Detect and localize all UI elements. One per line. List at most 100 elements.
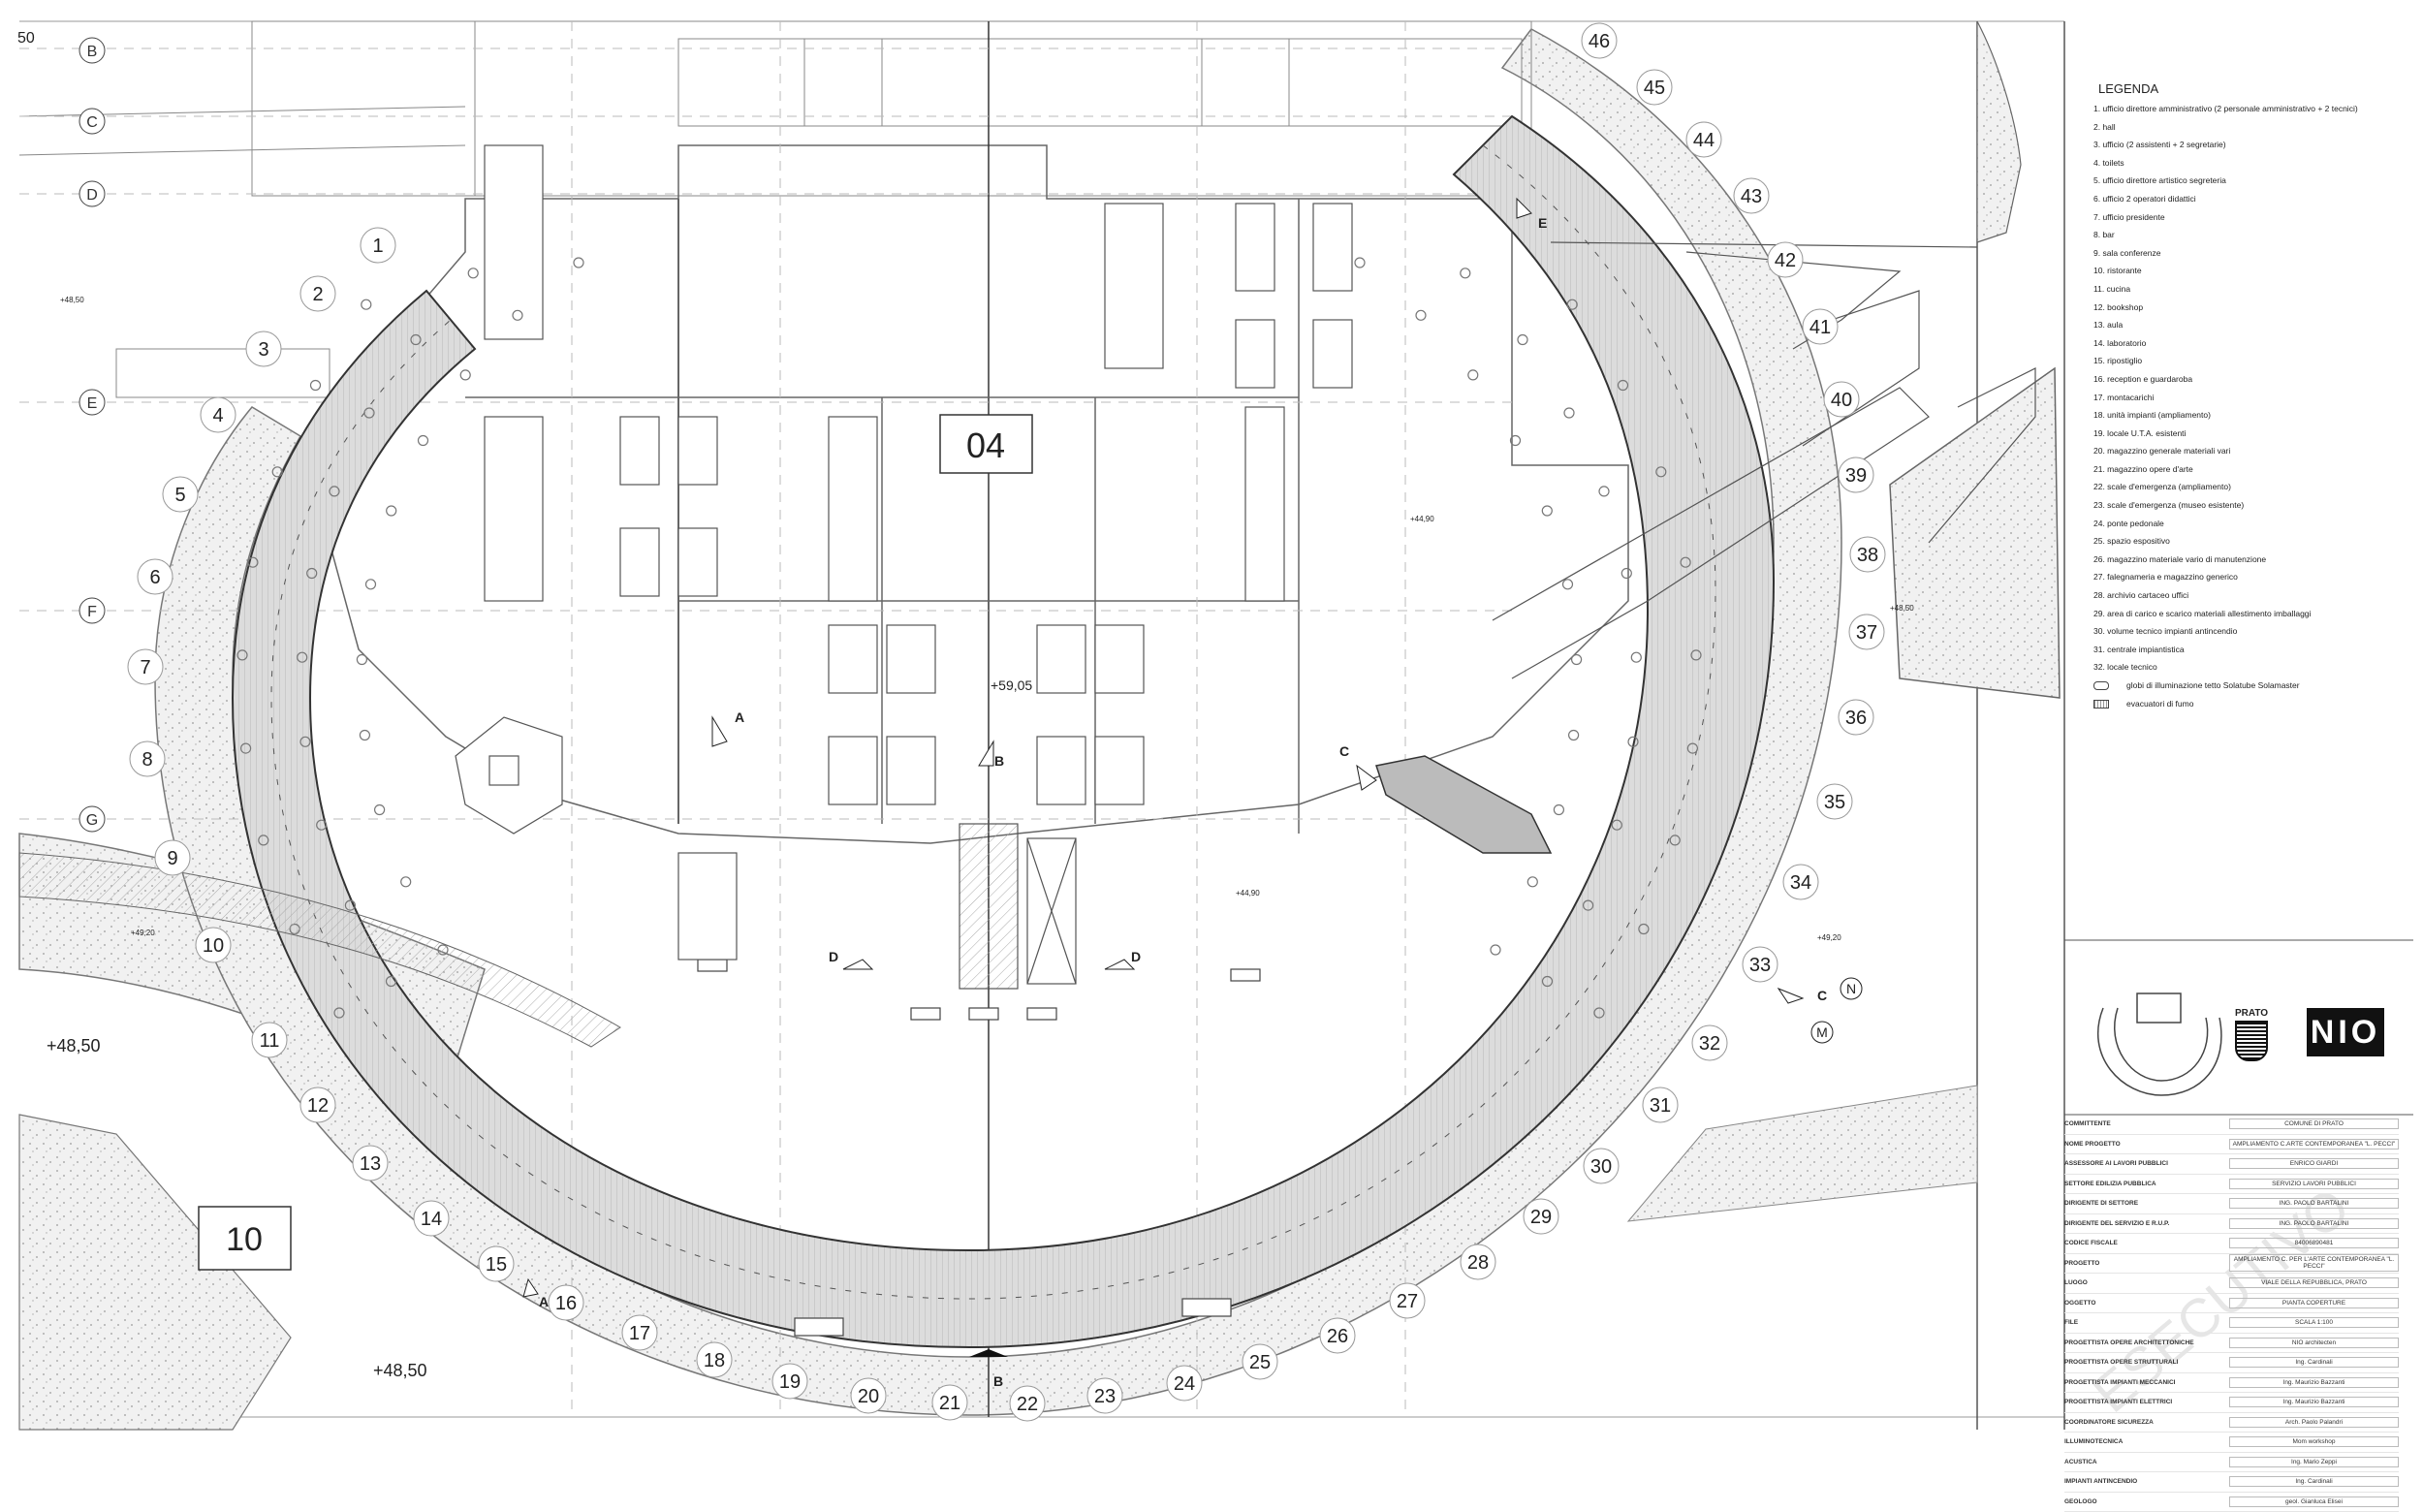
- svg-text:21: 21: [939, 1393, 960, 1414]
- bay-bubble-44: 44: [1686, 122, 1721, 157]
- svg-text:28: 28: [1467, 1252, 1489, 1274]
- svg-text:25: 25: [1249, 1352, 1271, 1373]
- legend-item: 17. montacarichi: [2093, 394, 2404, 412]
- legend-item: 26. magazzino materiale vario di manuten…: [2093, 555, 2404, 574]
- legend-item: 3. ufficio (2 assistenti + 2 segretarie): [2093, 141, 2404, 159]
- svg-text:46: 46: [1589, 31, 1610, 52]
- svg-text:A: A: [539, 1294, 549, 1309]
- svg-text:C: C: [86, 114, 98, 131]
- bay-bubble-46: 46: [1582, 23, 1617, 58]
- svg-text:10: 10: [226, 1221, 263, 1258]
- bay-bubble-6: 6: [138, 559, 173, 594]
- legend-item: 14. laboratorio: [2093, 339, 2404, 358]
- svg-text:40: 40: [1831, 390, 1852, 411]
- svg-text:3: 3: [258, 339, 268, 361]
- bay-bubble-38: 38: [1850, 537, 1885, 572]
- svg-text:+48,50: +48,50: [60, 296, 84, 304]
- title-block-row: DIRIGENTE DEL SERVIZIO E R.U.P.ING. PAOL…: [2064, 1214, 2399, 1235]
- legend-item: 28. archivio cartaceo uffici: [2093, 591, 2404, 610]
- nio-logo: NIO: [2307, 1008, 2384, 1056]
- bay-bubble-5: 5: [163, 477, 198, 512]
- svg-text:41: 41: [1809, 317, 1831, 338]
- legend-item: 10. ristorante: [2093, 267, 2404, 285]
- svg-text:F: F: [87, 604, 97, 620]
- bay-bubble-37: 37: [1849, 614, 1884, 649]
- svg-text:39: 39: [1845, 465, 1867, 487]
- svg-text:A: A: [735, 709, 744, 725]
- bay-bubble-22: 22: [1010, 1386, 1045, 1421]
- svg-text:26: 26: [1327, 1326, 1348, 1347]
- svg-text:+48,50: +48,50: [373, 1361, 427, 1380]
- svg-text:15: 15: [486, 1254, 507, 1276]
- svg-text:C: C: [1817, 988, 1827, 1003]
- svg-text:23: 23: [1094, 1386, 1116, 1407]
- svg-text:20: 20: [858, 1386, 879, 1407]
- grid-letter-c: C: [79, 109, 105, 134]
- svg-text:8: 8: [142, 749, 152, 771]
- svg-text:4: 4: [212, 405, 223, 426]
- grid-letter-b: B: [79, 38, 105, 63]
- grid-letter-d: D: [79, 181, 105, 206]
- bay-bubble-29: 29: [1524, 1199, 1558, 1234]
- svg-text:14: 14: [421, 1209, 442, 1230]
- svg-text:32: 32: [1699, 1033, 1720, 1055]
- svg-text:27: 27: [1397, 1291, 1418, 1312]
- bay-bubble-41: 41: [1803, 309, 1838, 344]
- bay-bubble-28: 28: [1461, 1244, 1495, 1279]
- legend-item: 1. ufficio direttore amministrativo (2 p…: [2093, 105, 2404, 123]
- svg-text:G: G: [86, 812, 98, 829]
- grid-letter-e: E: [79, 390, 105, 415]
- svg-text:+59,05: +59,05: [991, 677, 1032, 693]
- bay-bubble-43: 43: [1734, 178, 1769, 213]
- bay-bubble-16: 16: [549, 1285, 583, 1320]
- svg-text:45: 45: [1644, 78, 1665, 99]
- legend-item: 22. scale d'emergenza (ampliamento): [2093, 483, 2404, 501]
- svg-text:D: D: [86, 187, 98, 204]
- prato-logo: PRATO: [2227, 1008, 2276, 1074]
- svg-text:24: 24: [1174, 1373, 1195, 1395]
- legend-item: 24. ponte pedonale: [2093, 520, 2404, 538]
- north-m: M: [1811, 1022, 1833, 1043]
- svg-text:+49,20: +49,20: [1817, 933, 1841, 942]
- bay-bubble-40: 40: [1824, 382, 1859, 417]
- svg-text:11: 11: [260, 1030, 280, 1052]
- svg-text:10: 10: [203, 935, 224, 957]
- svg-text:50: 50: [17, 30, 35, 47]
- svg-text:35: 35: [1824, 792, 1845, 813]
- svg-text:B: B: [993, 1373, 1003, 1389]
- svg-text:+48,50: +48,50: [1890, 604, 1914, 613]
- bay-bubble-10: 10: [196, 928, 231, 962]
- bay-bubble-20: 20: [851, 1378, 886, 1413]
- svg-text:29: 29: [1530, 1207, 1552, 1228]
- legend-item: 16. reception e guardaroba: [2093, 375, 2404, 394]
- bay-bubble-25: 25: [1243, 1344, 1277, 1379]
- bay-bubble-13: 13: [353, 1146, 388, 1181]
- bay-bubble-12: 12: [300, 1087, 335, 1122]
- bay-bubble-35: 35: [1817, 784, 1852, 819]
- legend-item: 29. area di carico e scarico materiali a…: [2093, 610, 2404, 628]
- bay-bubble-30: 30: [1584, 1149, 1619, 1183]
- svg-text:2: 2: [312, 284, 323, 305]
- legend-item: 19. locale U.T.A. esistenti: [2093, 429, 2404, 448]
- svg-text:31: 31: [1650, 1095, 1671, 1117]
- bay-bubble-31: 31: [1643, 1087, 1678, 1122]
- bay-bubble-2: 2: [300, 276, 335, 311]
- bay-bubble-45: 45: [1637, 70, 1672, 105]
- bay-bubble-23: 23: [1087, 1378, 1122, 1413]
- svg-text:+44,90: +44,90: [1236, 889, 1260, 898]
- svg-text:5: 5: [174, 485, 185, 506]
- legend-item: 30. volume tecnico impianti antincendio: [2093, 627, 2404, 646]
- legend-item: 25. spazio espositivo: [2093, 537, 2404, 555]
- svg-text:38: 38: [1857, 545, 1878, 566]
